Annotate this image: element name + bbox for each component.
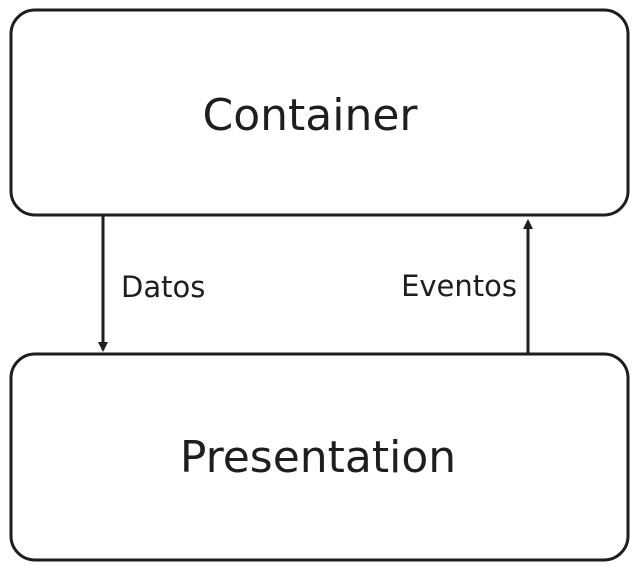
event-flow-edge: Eventos <box>401 219 533 353</box>
data-flow-edge: Datos <box>98 216 205 352</box>
presentation-box <box>9 352 630 562</box>
container-box <box>9 8 630 217</box>
event-flow-label: Eventos <box>401 269 517 303</box>
container-label: Container <box>202 90 418 141</box>
presentation-node: Presentation <box>9 352 630 562</box>
data-flow-label: Datos <box>121 270 205 304</box>
container-node: Container <box>9 8 630 217</box>
presentation-label: Presentation <box>180 432 456 483</box>
